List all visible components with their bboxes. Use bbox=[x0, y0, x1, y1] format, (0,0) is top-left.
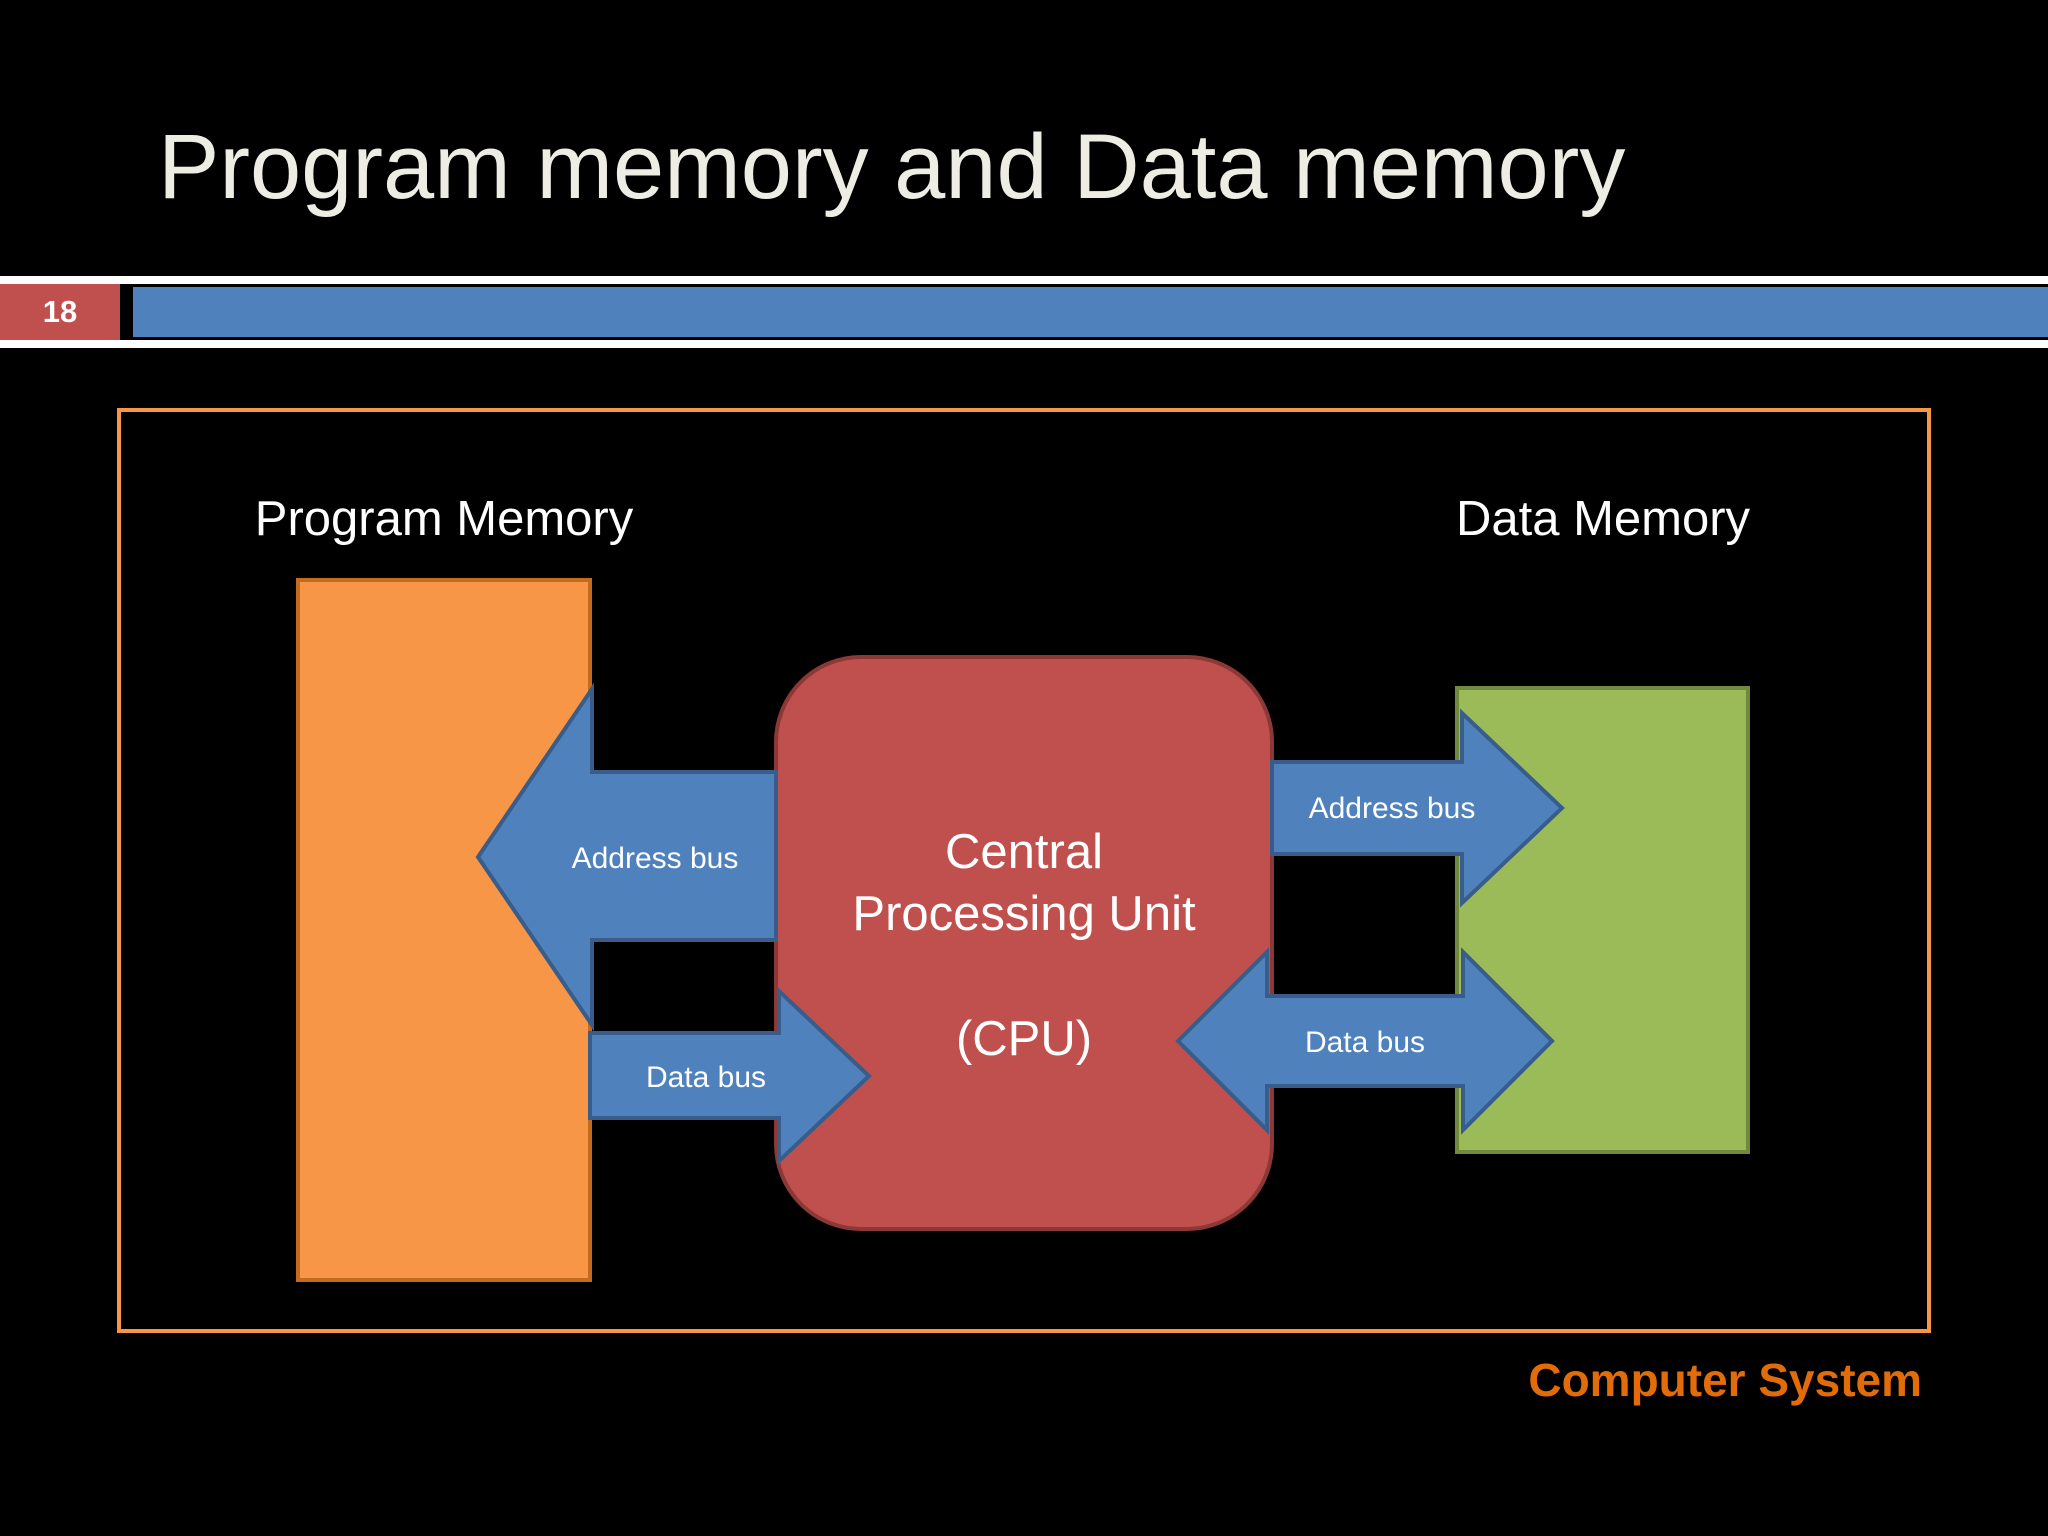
left-address-bus-arrow bbox=[475, 682, 778, 1032]
header-rule-top bbox=[0, 276, 2048, 284]
cpu-label-line2: Processing Unit bbox=[852, 887, 1196, 941]
slide-title: Program memory and Data memory bbox=[158, 116, 1626, 218]
right-address-bus-arrow bbox=[1270, 708, 1565, 908]
cpu-label-line1: Central bbox=[945, 825, 1103, 879]
data-memory-label: Data Memory bbox=[1456, 492, 1751, 546]
right-data-bus-label: Data bus bbox=[1305, 1026, 1425, 1059]
left-data-bus-label: Data bus bbox=[646, 1061, 766, 1094]
right-address-bus-label: Address bus bbox=[1309, 792, 1476, 825]
header-rule-bottom bbox=[0, 340, 2048, 348]
computer-system-label: Computer System bbox=[1528, 1354, 1922, 1406]
cpu-block bbox=[774, 655, 1274, 1231]
program-memory-label: Program Memory bbox=[255, 492, 634, 546]
computer-system-border bbox=[117, 408, 1931, 1333]
page-number-badge: 18 bbox=[0, 284, 120, 340]
cpu-label-line3: (CPU) bbox=[956, 1012, 1092, 1066]
left-address-bus-label: Address bus bbox=[572, 842, 739, 875]
header-bar bbox=[133, 287, 2048, 337]
right-data-bus-arrow bbox=[1175, 947, 1555, 1135]
left-data-bus-arrow bbox=[588, 986, 872, 1166]
